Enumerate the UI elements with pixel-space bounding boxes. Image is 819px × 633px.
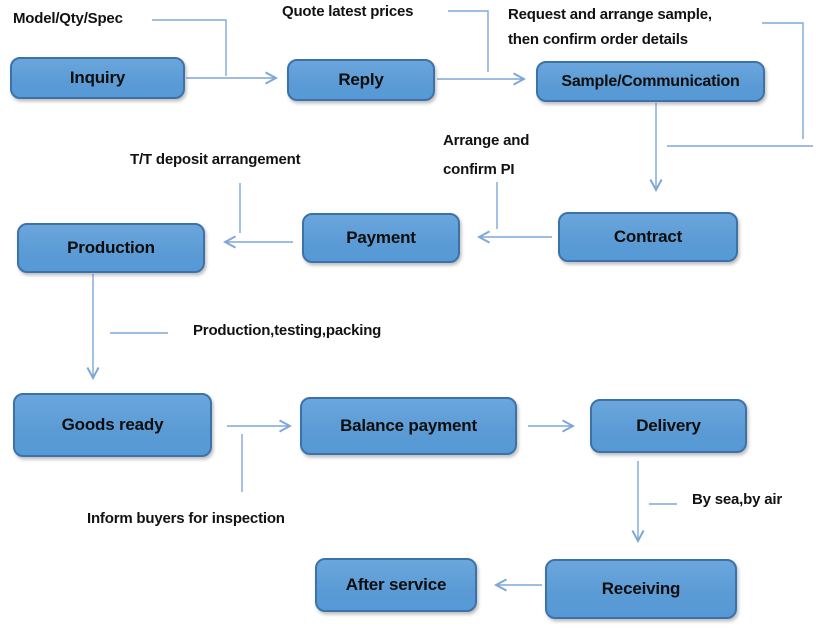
line-quote-latest-prices [448,10,489,72]
annotation-tt-deposit: T/T deposit arrangement [130,151,301,168]
annotation-arrange-pi-line1: Arrange and [443,132,530,149]
node-inquiry: Inquiry [10,57,185,99]
annotation-arrange-pi-line2: confirm PI [443,161,515,178]
annotation-request-sample-line1: Request and arrange sample, [508,6,712,23]
annotation-request-sample-line2: then confirm order details [508,31,688,48]
node-production: Production [17,223,205,273]
annotation-request-sample: Request and arrange sample, then confirm… [508,2,712,52]
line-request-sample-down [762,22,804,139]
node-payment: Payment [302,213,460,263]
annotation-arrange-pi: Arrange and confirm PI [443,126,529,184]
annotation-inform-buyers: Inform buyers for inspection [87,510,285,527]
annotation-by-sea: By sea,by air [692,491,782,508]
line-model-qty-spec [152,19,227,76]
annotation-quote-latest-prices: Quote latest prices [282,3,414,20]
node-delivery: Delivery [590,399,747,453]
annotation-model-qty-spec: Model/Qty/Spec [13,10,123,27]
annotation-production-testing: Production,testing,packing [193,322,382,339]
node-sample-communication: Sample/Communication [536,61,765,102]
node-balance-payment: Balance payment [300,397,517,455]
node-goods-ready: Goods ready [13,393,212,457]
node-after-service: After service [315,558,477,612]
node-reply: Reply [287,59,435,101]
node-contract: Contract [558,212,738,262]
node-receiving: Receiving [545,559,737,619]
